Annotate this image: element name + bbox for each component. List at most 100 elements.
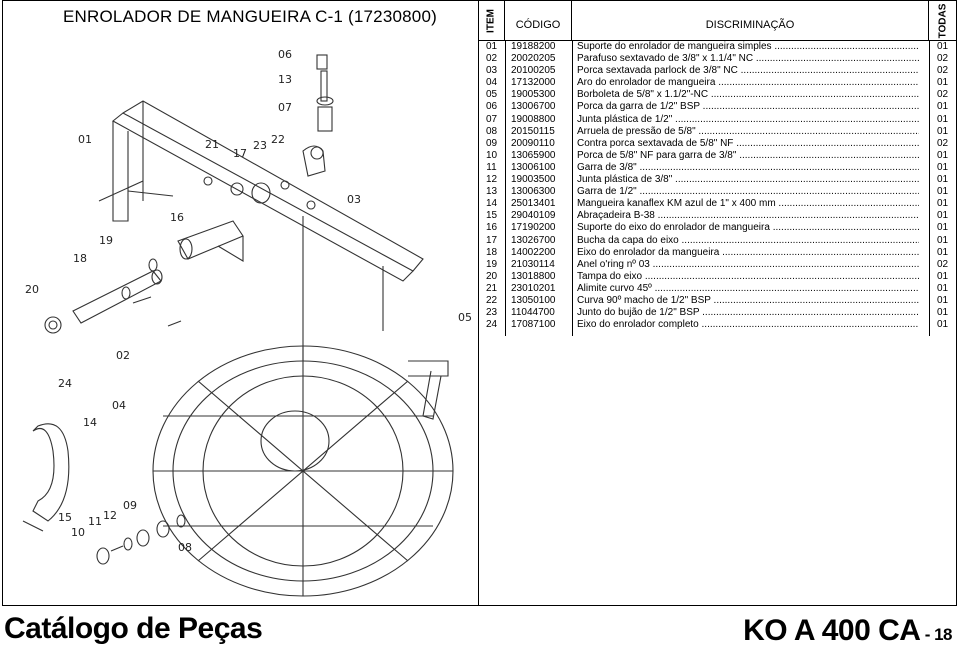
callout-12: 12 — [103, 509, 117, 522]
item-cell: 08 — [485, 125, 498, 137]
quantity-cell: 01 — [936, 307, 949, 319]
item-cell: 21 — [485, 282, 498, 294]
description-cell: Arruela de pressão de 5/8" — [577, 126, 919, 138]
drawing-panel: ENROLADOR DE MANGUEIRA C-1 (17230800) — [3, 1, 479, 605]
quantity-cell: 01 — [936, 174, 949, 186]
code-cell: 20150115 — [511, 125, 555, 137]
code-cell: 14002200 — [511, 246, 556, 258]
item-cell: 23 — [485, 307, 498, 319]
quantity-cell: 02 — [936, 89, 949, 101]
page-title: ENROLADOR DE MANGUEIRA C-1 (17230800) — [63, 7, 437, 26]
description-cell: Aro do enrolador de mangueira — [577, 77, 919, 89]
callout-22: 22 — [271, 133, 285, 146]
code-cell: 13006100 — [511, 161, 556, 173]
description-cell: Junto do bujão de 1/2" BSP — [577, 307, 919, 319]
callout-15: 15 — [58, 511, 72, 524]
item-cell: 01 — [485, 41, 498, 52]
description-cell: Garra de 3/8" — [577, 162, 919, 174]
header-description: DISCRIMINAÇÃO — [705, 19, 795, 31]
description-cell: Suporte do enrolador de mangueira simple… — [577, 41, 919, 53]
page-frame: ENROLADOR DE MANGUEIRA C-1 (17230800) — [2, 0, 957, 606]
callout-20: 20 — [25, 283, 39, 296]
description-cell: Porca de 5/8" NF para garra de 3/8" — [577, 150, 919, 162]
item-cell: 05 — [485, 89, 498, 101]
quantity-cell: 02 — [936, 53, 949, 65]
quantity-cell: 01 — [936, 149, 949, 161]
description-cell: Eixo do enrolador completo — [577, 319, 919, 331]
callout-05: 05 — [458, 311, 472, 324]
description-cell: Contra porca sextavada de 5/8" NF — [577, 138, 919, 150]
description-cell: Anel o'ring nº 03 — [577, 259, 919, 271]
quantity-cell: 01 — [936, 113, 949, 125]
quantity-cell: 01 — [936, 294, 949, 306]
item-cell: 11 — [486, 161, 497, 173]
item-cell: 19 — [485, 258, 498, 270]
quantity-cell: 01 — [936, 210, 949, 222]
quantity-cell: 01 — [936, 125, 949, 137]
code-cell: 23010201 — [511, 282, 556, 294]
item-cell: 14 — [485, 198, 498, 210]
column-divider — [505, 41, 506, 336]
page-number: - 18 — [920, 625, 953, 644]
quantity-cell: 02 — [936, 65, 949, 77]
callout-06: 06 — [278, 48, 292, 61]
callout-23: 23 — [253, 139, 267, 152]
description-cell: Bucha da capa do eixo — [577, 235, 919, 247]
code-cell: 13050100 — [511, 294, 556, 306]
description-cell: Alimite curvo 45º — [577, 283, 919, 295]
quantity-cell: 01 — [936, 246, 949, 258]
code-cell: 29040109 — [511, 210, 556, 222]
quantity-cell: 02 — [936, 137, 949, 149]
code-cell: 13065900 — [511, 149, 556, 161]
quantity-cell: 02 — [936, 258, 949, 270]
description-cell: Borboleta de 5/8" x 1.1/2"-NC — [577, 89, 919, 101]
item-cell: 04 — [485, 77, 498, 89]
item-cell: 07 — [485, 113, 498, 125]
callout-18: 18 — [73, 252, 87, 265]
code-cell: 19005300 — [511, 89, 556, 101]
item-cell: 06 — [485, 101, 498, 113]
header-code-cell: CÓDIGO — [505, 1, 572, 41]
code-cell: 20090110 — [511, 137, 555, 149]
code-cell: 17190200 — [511, 222, 556, 234]
callout-14: 14 — [83, 416, 97, 429]
model-name: KO A 400 CA — [743, 614, 921, 647]
quantity-cell: 01 — [936, 77, 949, 89]
callout-11: 11 — [88, 515, 102, 528]
item-cell: 18 — [485, 246, 498, 258]
callout-13: 13 — [278, 73, 292, 86]
code-cell: 20100205 — [511, 65, 556, 77]
header-item-cell: ITEM — [478, 1, 505, 41]
quantity-cell: 01 — [936, 282, 949, 294]
description-cell: Tampa do eixo — [577, 271, 919, 283]
code-cell: 19008800 — [511, 113, 556, 125]
quantity-cell: 01 — [936, 101, 949, 113]
code-cell: 17087100 — [511, 319, 556, 331]
item-cell: 20 — [485, 270, 498, 282]
item-cell: 09 — [485, 137, 498, 149]
description-cell: Suporte do eixo do enrolador de mangueir… — [577, 222, 919, 234]
item-cell: 22 — [485, 294, 498, 306]
code-cell: 20020205 — [511, 53, 556, 65]
item-cell: 16 — [485, 222, 498, 234]
callout-09: 09 — [123, 499, 137, 512]
description-cell: Junta plástica de 1/2" — [577, 114, 919, 126]
header-code: CÓDIGO — [515, 19, 561, 31]
